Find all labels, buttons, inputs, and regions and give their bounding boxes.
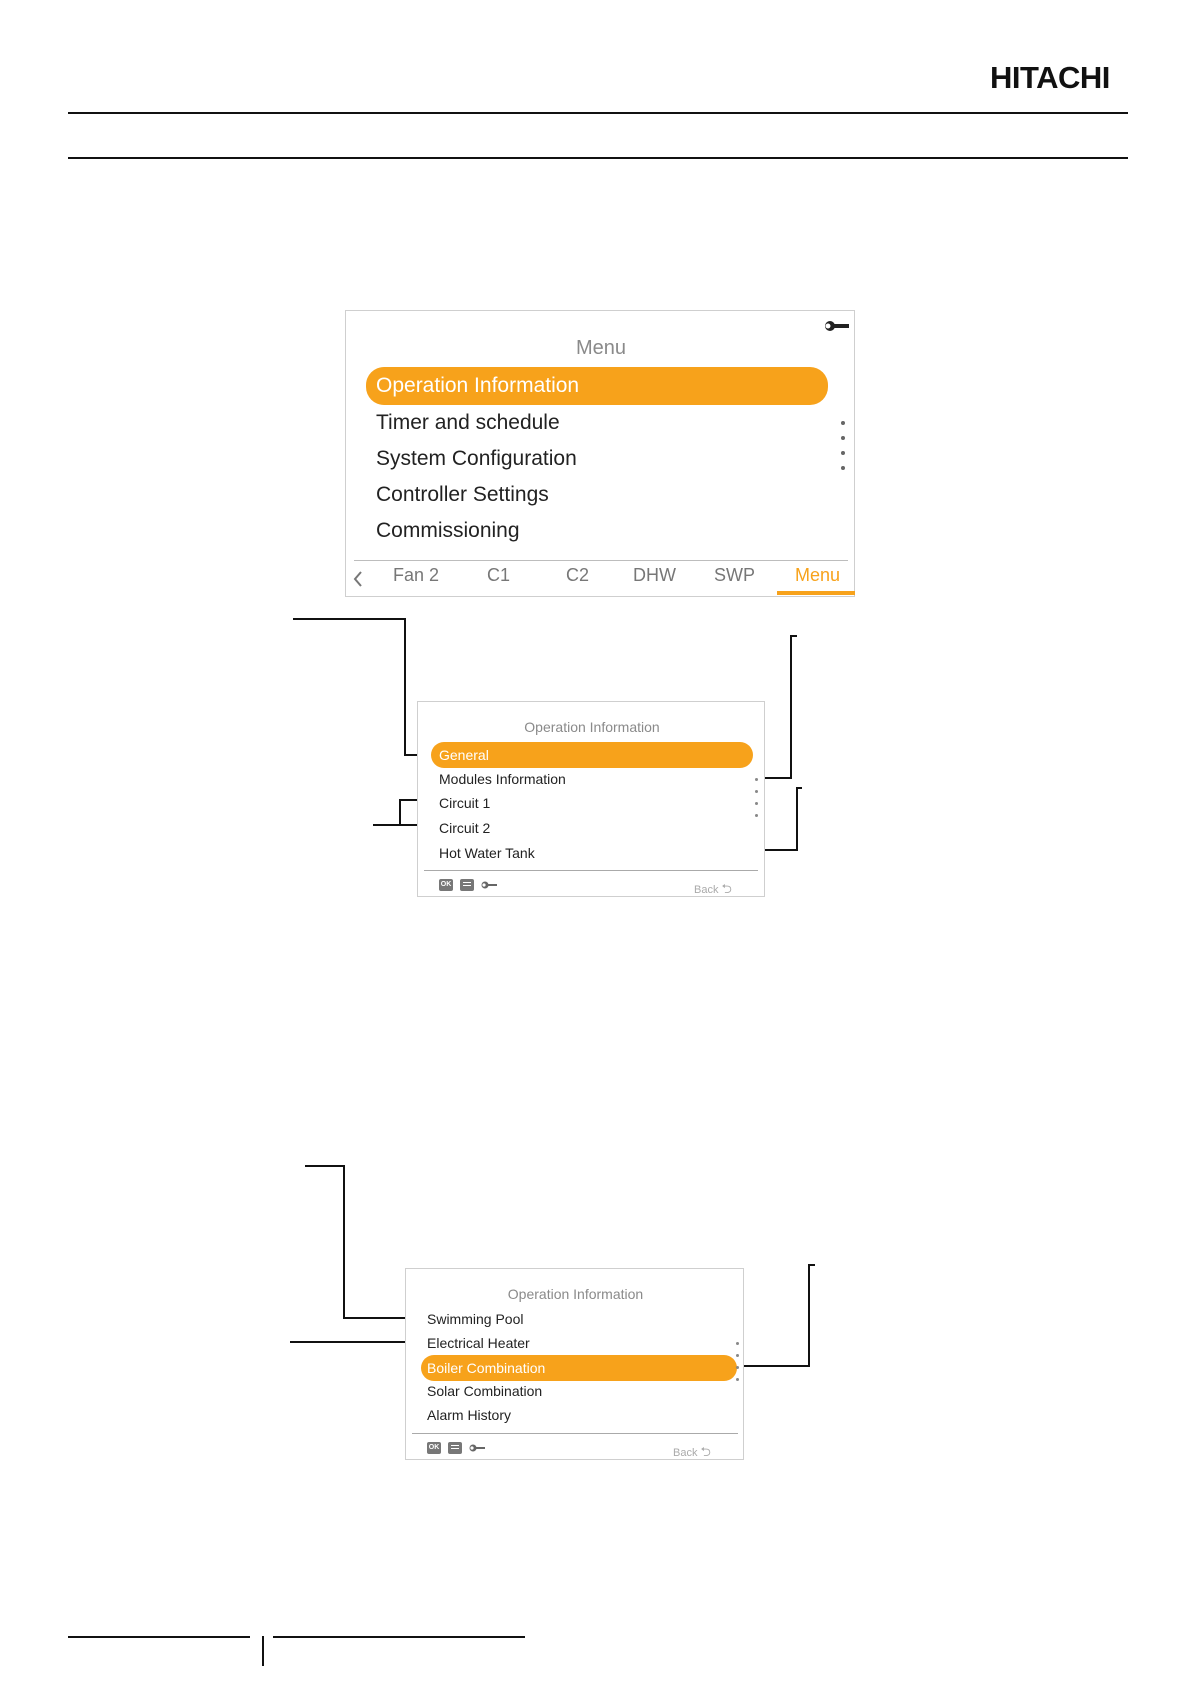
menu-button-icon[interactable] (448, 1442, 462, 1454)
list-item-circuit-2[interactable]: Circuit 2 (439, 820, 491, 836)
list-item-swimming-pool[interactable]: Swimming Pool (427, 1311, 524, 1327)
header-rule-bottom (68, 157, 1128, 159)
scroll-dot (841, 451, 845, 455)
list-item-label: Boiler Combination (427, 1360, 546, 1376)
tab-c1[interactable]: C1 (487, 565, 511, 585)
back-arrow-icon: ⮌ (721, 881, 732, 896)
back-label: Back (694, 884, 719, 896)
list-item-solar-combination[interactable]: Solar Combination (427, 1383, 543, 1399)
operation-info-title: Operation Information (524, 719, 660, 735)
scroll-dot (841, 421, 845, 425)
list-item-circuit-1[interactable]: Circuit 1 (439, 795, 491, 811)
operation-info-screen-2: Operation Information Swimming Pool Elec… (405, 1268, 744, 1460)
list-item-label: General (439, 747, 489, 763)
header-rule-top (68, 112, 1128, 114)
scroll-dot (736, 1366, 739, 1369)
scroll-dot (736, 1342, 739, 1345)
menu-item-system-configuration[interactable]: System Configuration (376, 447, 577, 470)
tab-bar-divider (354, 560, 848, 561)
operation-info-title: Operation Information (507, 1286, 644, 1302)
scroll-dot (755, 778, 758, 781)
list-item-boiler-combination[interactable]: Boiler Combination (421, 1355, 737, 1381)
list-item-general[interactable]: General (431, 742, 753, 768)
back-arrow-icon: ⮌ (700, 1444, 711, 1459)
list-item-modules-information[interactable]: Modules Information (439, 771, 566, 787)
list-item-alarm-history[interactable]: Alarm History (427, 1407, 512, 1423)
scroll-indicator (755, 778, 758, 818)
brand-logo: HITACHI (990, 60, 1110, 95)
scroll-indicator (841, 421, 845, 481)
menu-item-controller-settings[interactable]: Controller Settings (376, 483, 549, 506)
menu-button-icon[interactable] (460, 879, 474, 891)
scroll-dot (755, 814, 758, 817)
tab-c2[interactable]: C2 (566, 565, 590, 585)
chevron-left-icon[interactable] (352, 569, 364, 589)
wrench-icon[interactable] (824, 319, 850, 333)
ok-button-icon[interactable]: OK (439, 879, 453, 891)
scroll-dot (736, 1378, 739, 1381)
tab-dhw[interactable]: DHW (633, 565, 676, 585)
wrench-icon[interactable] (469, 1443, 486, 1453)
tab-menu[interactable]: Menu (795, 565, 841, 585)
active-tab-underline (777, 591, 855, 595)
scroll-dot (755, 790, 758, 793)
scroll-dot (755, 802, 758, 805)
menu-title: Menu (575, 337, 627, 359)
tab-swp[interactable]: SWP (714, 565, 756, 585)
scroll-dot (841, 466, 845, 470)
scroll-dot (841, 436, 845, 440)
back-button[interactable]: Back ⮌ (694, 880, 732, 902)
scroll-indicator (736, 1342, 739, 1382)
menu-screen: Menu Operation Information Timer and sch… (345, 310, 855, 597)
menu-item-timer-and-schedule[interactable]: Timer and schedule (376, 411, 560, 434)
operation-info-screen-1: Operation Information General Modules In… (417, 701, 765, 897)
list-item-hot-water-tank[interactable]: Hot Water Tank (439, 845, 535, 861)
ok-button-icon[interactable]: OK (427, 1442, 441, 1454)
menu-item-label: Operation Information (376, 374, 580, 397)
menu-item-operation-information[interactable]: Operation Information (366, 367, 828, 405)
footer-divider (412, 1433, 738, 1434)
back-label: Back (673, 1447, 698, 1459)
tab-fan-2[interactable]: Fan 2 (393, 565, 440, 585)
menu-item-commissioning[interactable]: Commissioning (376, 519, 520, 542)
footer-rule-separator (262, 1636, 264, 1666)
footer-rule-right (273, 1636, 525, 1638)
wrench-icon[interactable] (481, 880, 498, 890)
footer-rule-left (68, 1636, 250, 1638)
footer-divider (424, 870, 758, 871)
scroll-dot (736, 1354, 739, 1357)
list-item-electrical-heater[interactable]: Electrical Heater (427, 1335, 530, 1351)
back-button[interactable]: Back ⮌ (673, 1443, 711, 1465)
